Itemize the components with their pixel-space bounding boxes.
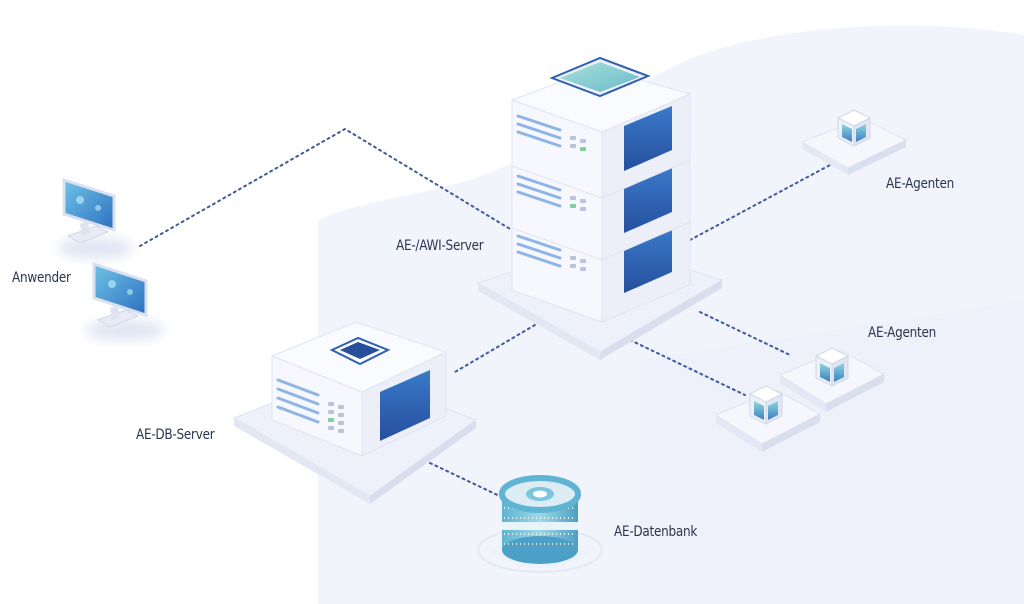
connection-awi-agents-top bbox=[689, 164, 831, 241]
database-cylinder-icon bbox=[477, 475, 603, 573]
desktop-monitor-icon bbox=[57, 177, 133, 258]
connection-lines bbox=[139, 127, 831, 501]
agents-top-label: AE-Agenten bbox=[886, 176, 955, 192]
server-stack-icon bbox=[476, 56, 724, 360]
desktop-monitor-icon bbox=[85, 261, 165, 340]
agents-bottom-label: AE-Agenten bbox=[868, 325, 937, 341]
connection-db-database bbox=[429, 462, 509, 501]
database-label: AE-Datenbank bbox=[614, 524, 698, 540]
awi-server-label: AE-/AWI-Server bbox=[396, 238, 484, 254]
db-server-label: AE-DB-Server bbox=[136, 427, 215, 443]
connection-users-awi bbox=[139, 127, 521, 247]
connection-awi-db bbox=[454, 321, 541, 373]
server-icon bbox=[232, 321, 478, 504]
agent-cube-icon bbox=[714, 385, 822, 452]
agent-cube-icon bbox=[800, 109, 908, 175]
agent-cube-icon bbox=[778, 347, 886, 412]
connection-awi-agents-bottom-1 bbox=[699, 311, 791, 356]
users-label: Anwender bbox=[12, 270, 71, 286]
